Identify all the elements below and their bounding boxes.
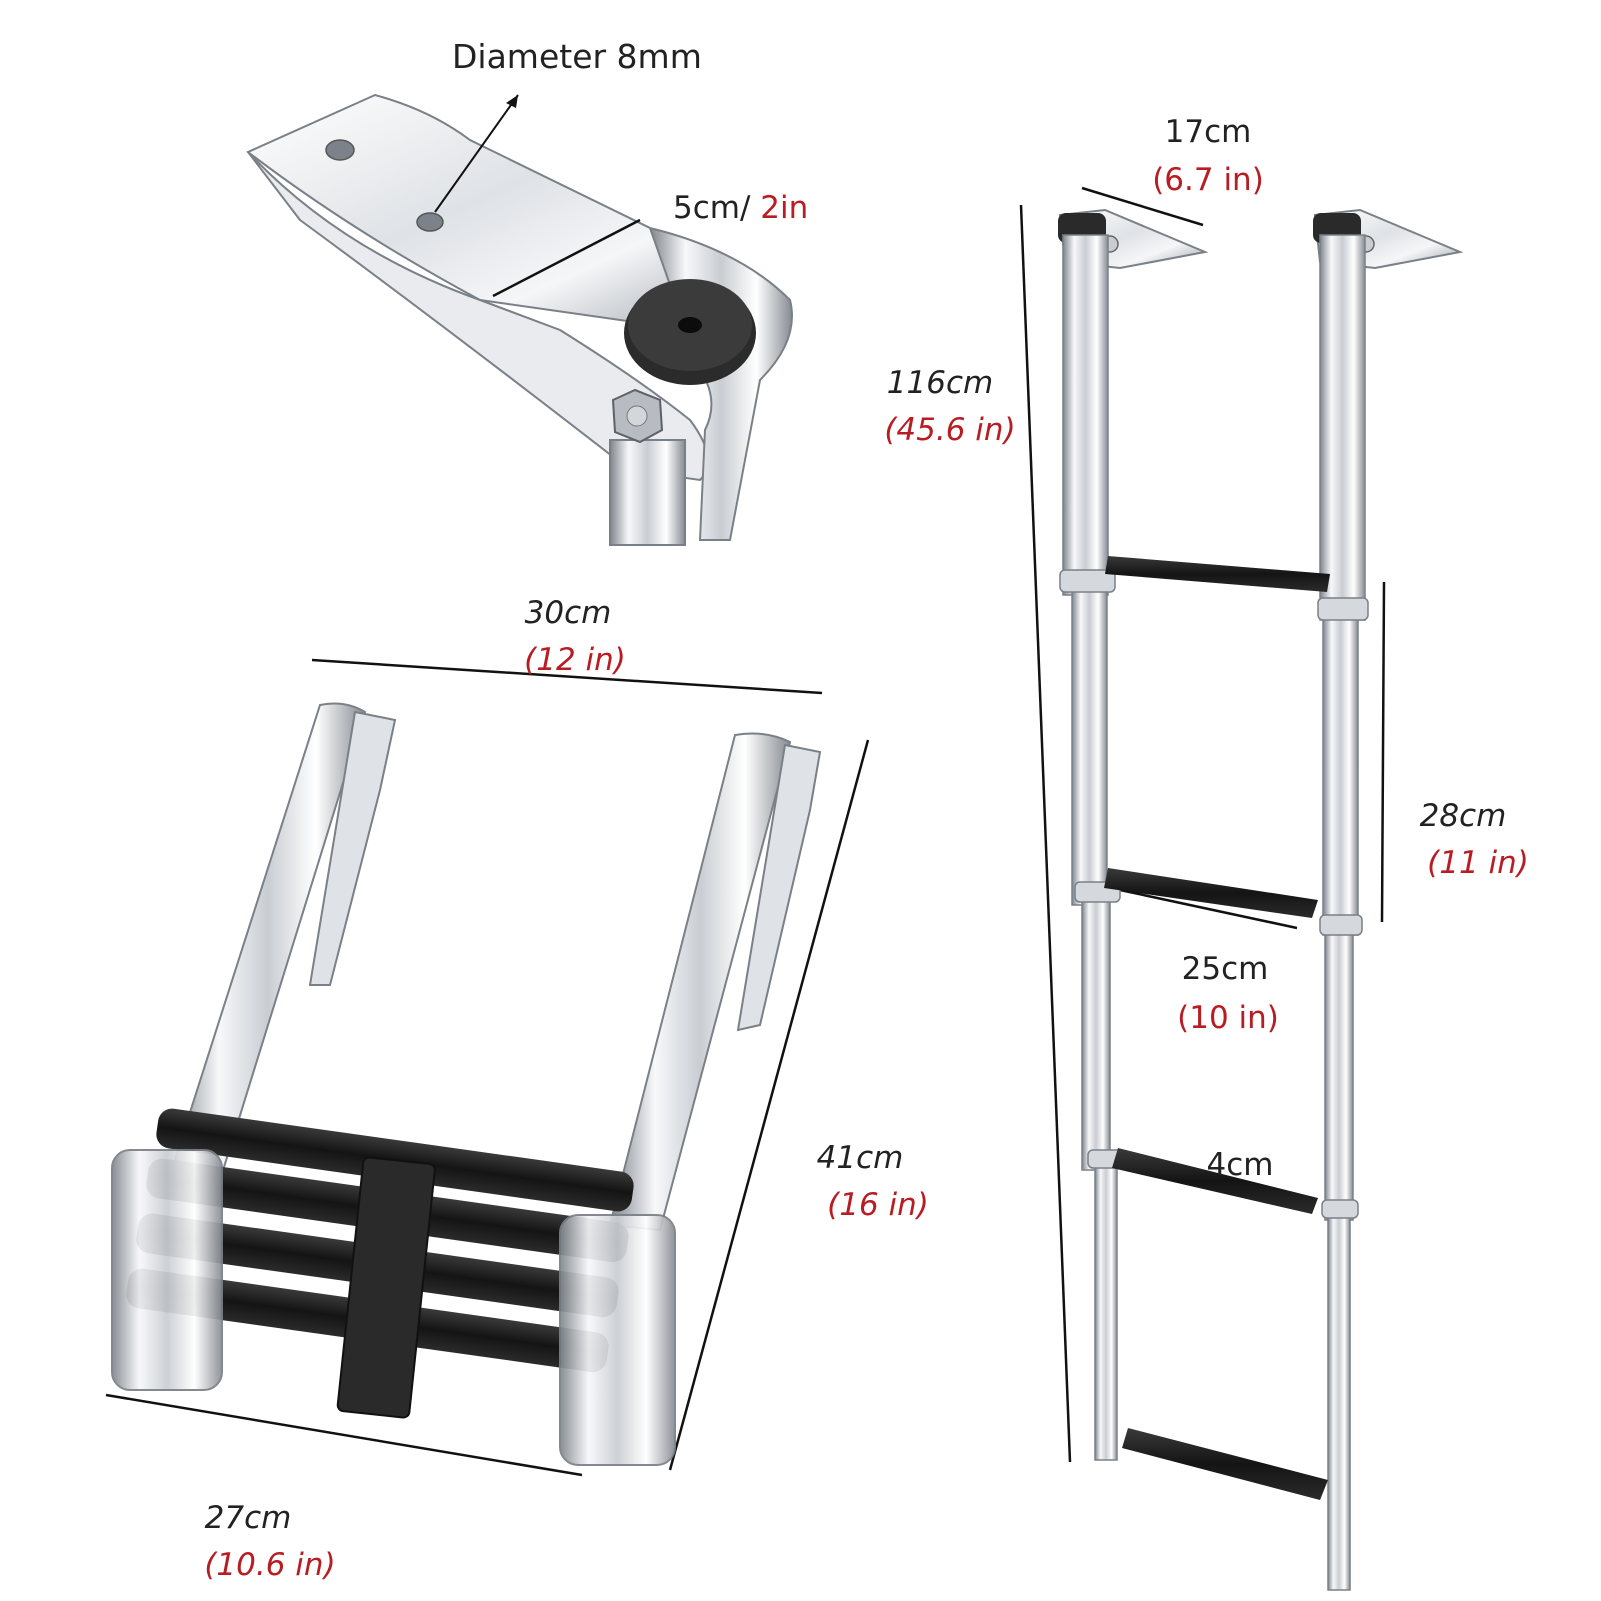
left-rail	[168, 702, 367, 1182]
folded-steps	[111, 1108, 676, 1466]
diameter-pointer	[434, 94, 519, 213]
extended-step-spacing-in: (11 in)	[1427, 845, 1529, 881]
folded-height-cm: 41cm	[816, 1140, 904, 1176]
bracket-width-cm: 5cm/	[673, 190, 761, 226]
left-rail-mid	[1071, 574, 1108, 906]
extended-step-depth-cm: 4cm	[1206, 1147, 1274, 1183]
bracket-width-label: 5cm/ 2in	[673, 193, 808, 224]
width-dimension-line	[492, 218, 641, 298]
velcro-strap	[336, 1156, 436, 1419]
top-width-dimension-line	[311, 658, 823, 695]
step-width-dimension-line	[1119, 888, 1298, 930]
extended-step-width-in: (10 in)	[1177, 1000, 1279, 1036]
extended-bracket-width-in: (6.7 in)	[1152, 162, 1264, 198]
step-spacing-dimension-line	[1380, 581, 1386, 923]
bracket-width-dimension-line	[1081, 186, 1204, 227]
extended-total-length-cm: 116cm	[886, 365, 994, 401]
step-2	[1104, 868, 1318, 918]
bracket-tube	[609, 439, 686, 546]
extended-ladder	[1019, 186, 1464, 1591]
folded-bottom-width-cm: 27cm	[204, 1500, 292, 1536]
folded-ladder	[105, 658, 870, 1477]
extended-total-length-in: (45.6 in)	[884, 412, 1016, 448]
height-dimension-line	[668, 739, 870, 1471]
extended-step-width-cm: 25cm	[1181, 951, 1269, 987]
folded-bottom-width-in: (10.6 in)	[204, 1547, 336, 1583]
bracket-side-plate	[247, 151, 709, 482]
extended-step-spacing-cm: 28cm	[1419, 798, 1507, 834]
right-rail-mid	[1322, 604, 1359, 936]
bracket-closeup	[246, 93, 793, 546]
left-rail-bottom	[1094, 1154, 1118, 1461]
total-length-dimension-line	[1019, 204, 1072, 1463]
step-3	[1112, 1148, 1318, 1214]
mounting-hole	[416, 212, 444, 232]
right-rail	[608, 732, 792, 1232]
right-rail-bottom	[1327, 1204, 1351, 1591]
step-1	[1105, 556, 1330, 592]
folded-top-width-in: (12 in)	[524, 642, 626, 678]
step-4	[1122, 1428, 1328, 1500]
mounting-hole	[325, 139, 355, 161]
left-rail-upper	[1062, 234, 1109, 596]
left-bracket	[308, 710, 397, 986]
right-bracket	[736, 743, 822, 1032]
extended-bracket-width-cm: 17cm	[1164, 114, 1252, 150]
folded-top-width-cm: 30cm	[524, 595, 612, 631]
diameter-label: Diameter 8mm	[452, 37, 702, 76]
right-rail-upper	[1319, 234, 1366, 621]
right-rail-lower	[1324, 919, 1354, 1221]
left-rail-lower	[1081, 889, 1111, 1171]
bottom-width-dimension-line	[105, 1393, 583, 1477]
folded-height-in: (16 in)	[827, 1187, 929, 1223]
bracket-width-in: 2in	[760, 190, 809, 226]
